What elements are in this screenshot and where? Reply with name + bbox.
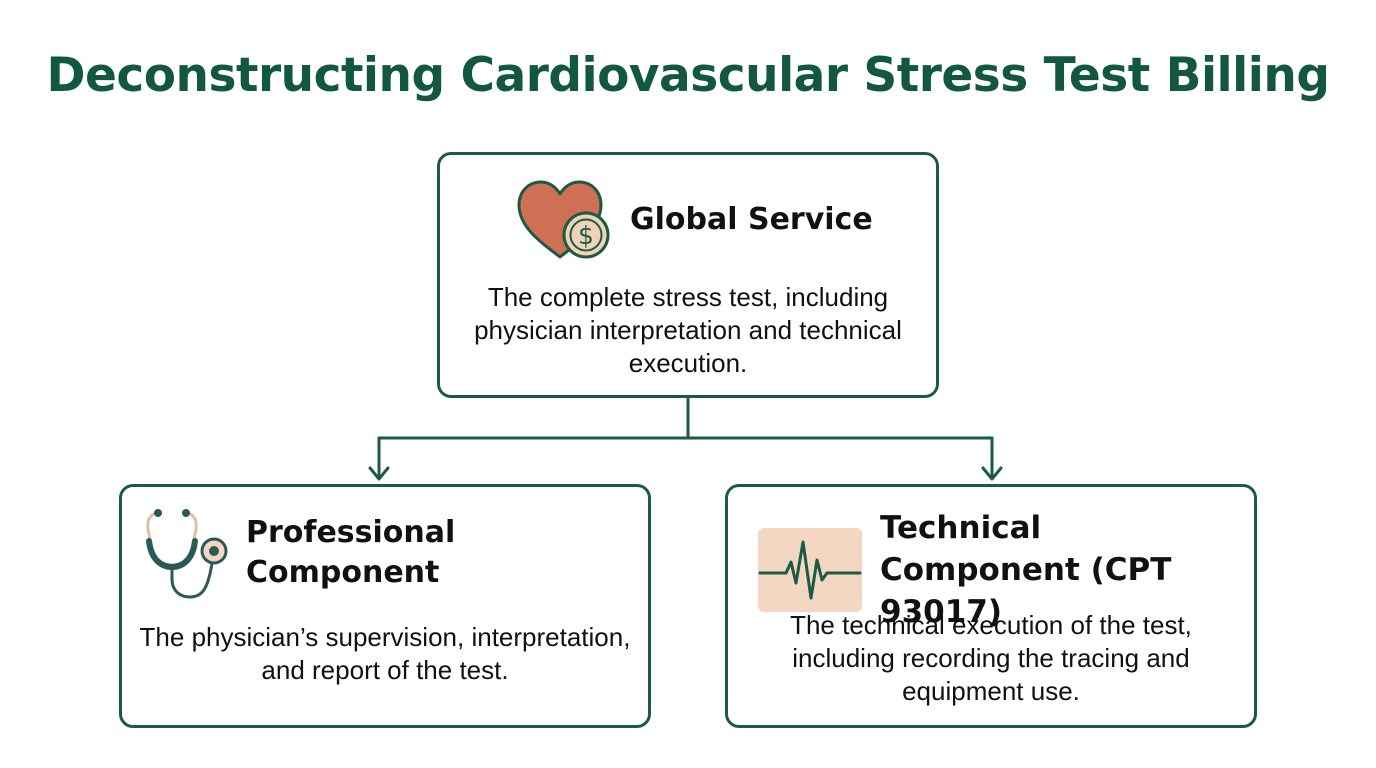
technical-component-description: The technical execution of the test, inc…: [790, 610, 1192, 706]
global-service-description: The complete stress test, including phys…: [474, 282, 902, 378]
diagram-title: Deconstructing Cardiovascular Stress Tes…: [46, 48, 1331, 103]
ecg-waveform-icon: [758, 528, 862, 612]
svg-text:$: $: [578, 221, 594, 250]
global-service-card: $ Global Service The complete stress tes…: [437, 152, 939, 398]
heart-dollar-icon: $: [517, 180, 610, 259]
arrowhead-right: [981, 466, 1003, 481]
arrowhead-left: [368, 466, 390, 481]
global-service-header: $ Global Service: [516, 177, 873, 263]
global-service-title: Global Service: [630, 202, 873, 237]
stethoscope-icon: [146, 509, 228, 599]
professional-component-header: Professional Component: [142, 503, 648, 603]
technical-component-header: Technical Component (CPT 93017): [758, 507, 1240, 633]
professional-component-title: Professional Component: [246, 515, 456, 590]
technical-component-title: Technical Component (CPT 93017): [880, 510, 1172, 630]
professional-component-card: Professional Component The physician’s s…: [119, 484, 651, 728]
technical-component-card: Technical Component (CPT 93017) The tech…: [725, 484, 1257, 728]
professional-component-description: The physician’s supervision, interpretat…: [139, 622, 631, 685]
